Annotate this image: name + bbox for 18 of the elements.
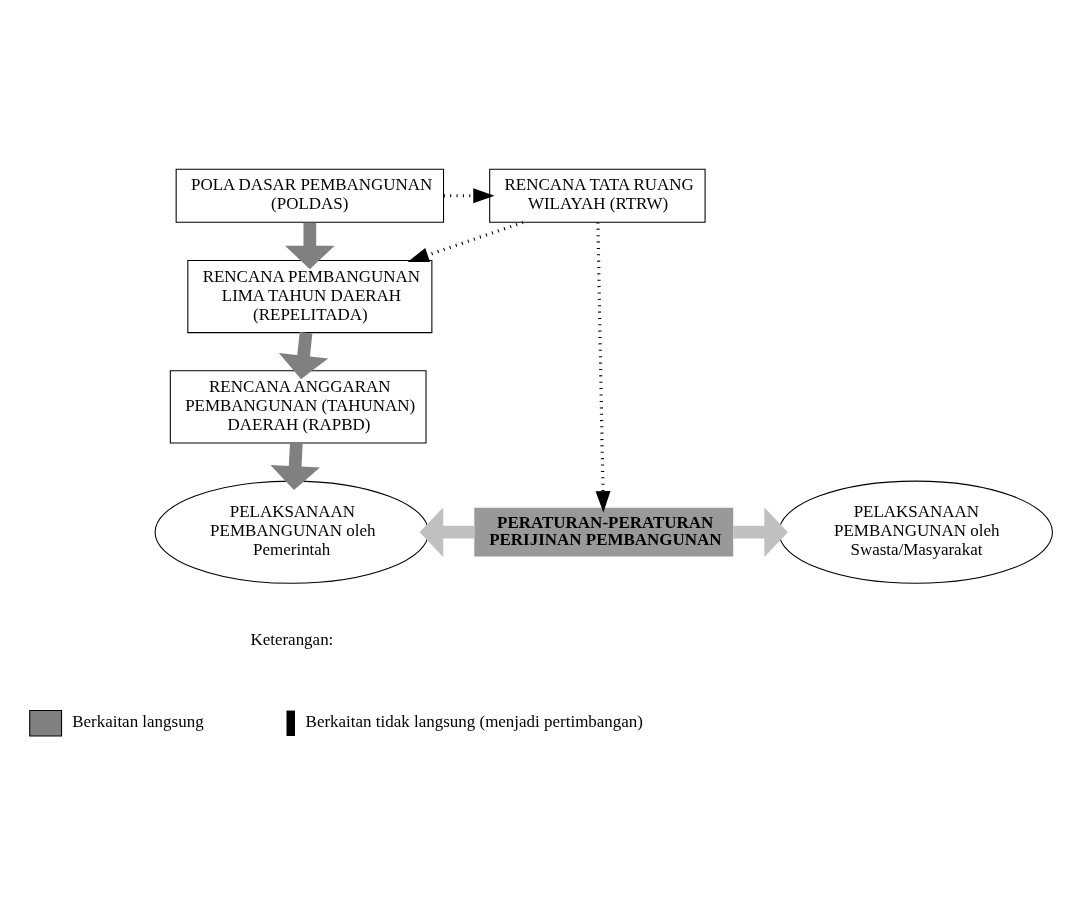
arrow <box>419 506 475 557</box>
node-box: RENCANA PEMBANGUNAN LIMA TAHUN DAERAH (REPELITADA) <box>187 259 433 333</box>
arrow <box>278 331 329 379</box>
arrow <box>733 506 788 557</box>
arrow <box>270 442 320 490</box>
node-ellipse: PELAKSANAAN PEMBANGUNAN oleh Pemerintah <box>154 480 430 584</box>
legend-label: Berkaitan langsung <box>72 711 204 731</box>
node-ellipse: PELAKSANAAN PEMBANGUNAN oleh Swasta/Masyarakat <box>778 480 1053 584</box>
arrow <box>285 222 335 269</box>
node-box: RENCANA TATA RUANG WILAYAH (RTRW) <box>489 168 706 223</box>
node-box: PERATURAN-PERATURAN PERIJINAN PEMBANGUNAN <box>474 507 734 557</box>
legend-label: Berkaitan tidak langsung (menjadi pertimbangan) <box>305 711 643 731</box>
arrow <box>443 187 495 203</box>
label: Keterangan: <box>250 629 334 649</box>
arrow <box>407 220 524 262</box>
node-box: POLA DASAR PEMBANGUNAN (POLDAS) <box>175 168 445 223</box>
node-box: RENCANA ANGGARAN PEMBANGUNAN (TAHUNAN) DAERAH (RAPBD) <box>169 369 427 443</box>
arrow <box>595 222 611 512</box>
